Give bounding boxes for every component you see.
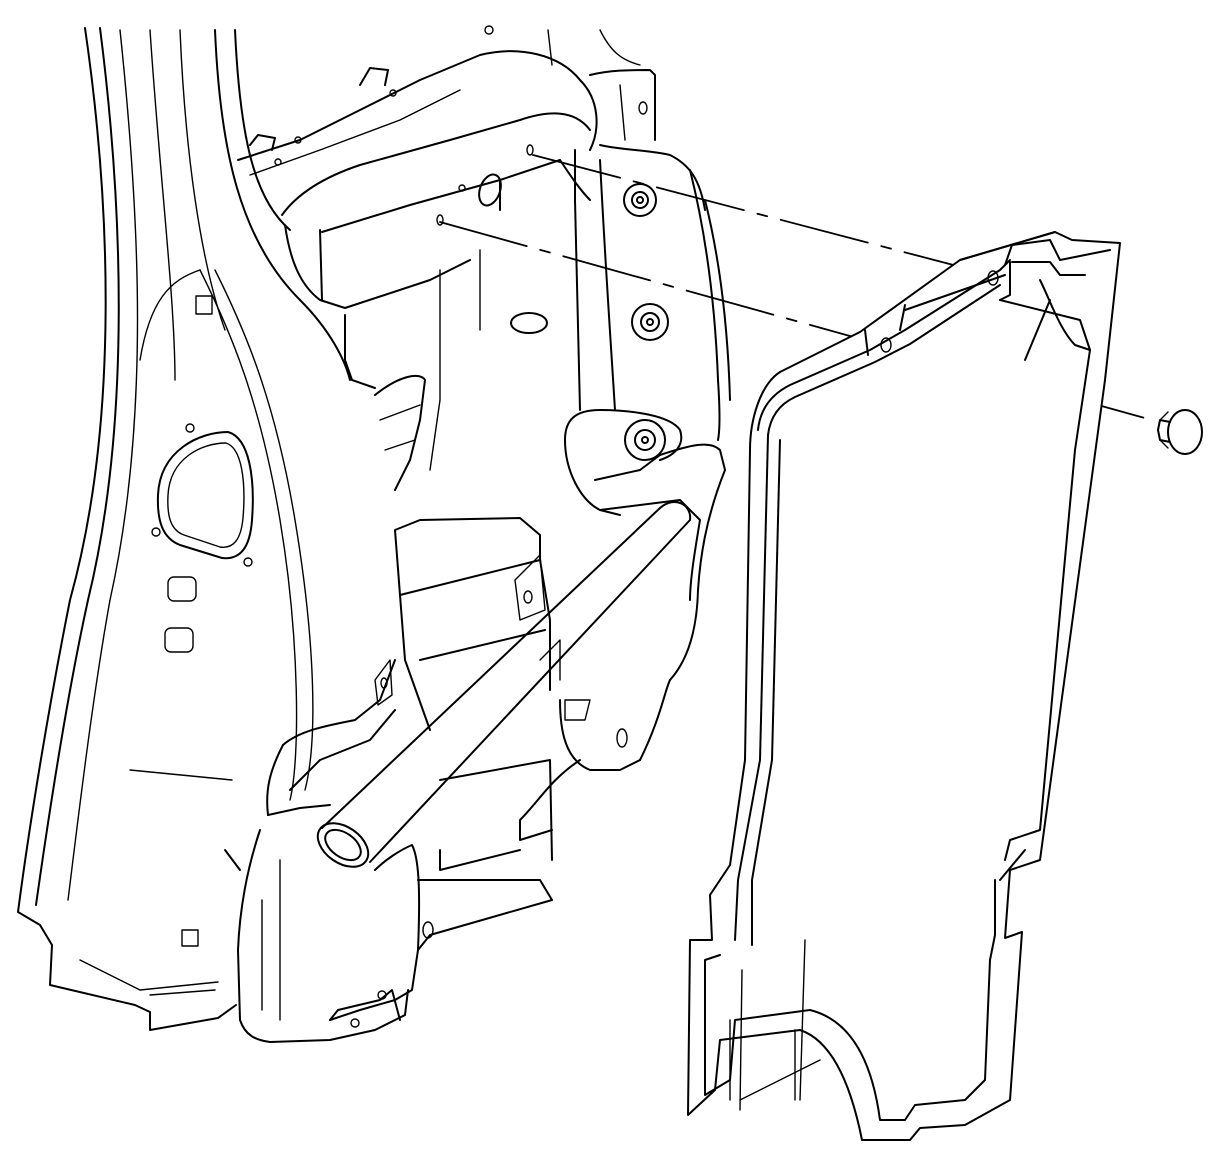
push-pin-retainer <box>1157 409 1203 455</box>
rear-wheelhouse <box>374 374 726 951</box>
body-side-inner-panel <box>17 27 351 1031</box>
spring-mount-upper <box>623 183 657 217</box>
retainer-hole-lower <box>880 337 892 353</box>
push-pin-icon <box>1167 409 1203 455</box>
spring-mount-middle <box>631 303 669 341</box>
trim-panel <box>687 231 1121 1141</box>
spring-mount-lower <box>624 419 666 461</box>
retainer-hole-upper <box>987 270 999 286</box>
d-pillar-inner <box>344 149 731 471</box>
lower-quarter-panel <box>224 659 421 1043</box>
tubular-crossmember <box>316 501 692 868</box>
upper-rail-structure <box>237 25 706 309</box>
